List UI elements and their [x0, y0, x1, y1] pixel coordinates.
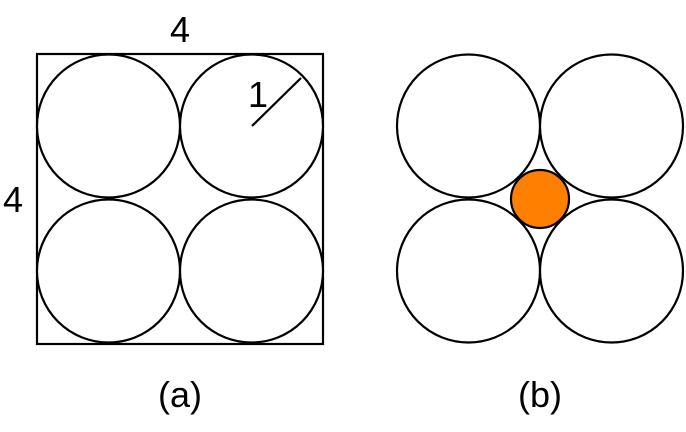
side-left-label: 4	[3, 179, 23, 220]
figure-a: 4 4 1 (a)	[3, 9, 325, 415]
circle-bottom-left	[35, 198, 182, 344]
caption-b: (b)	[518, 374, 562, 415]
circle-bottom-left	[395, 198, 542, 344]
square-outline	[35, 52, 325, 346]
small-orange-circle	[509, 168, 571, 230]
figure-b: (b)	[395, 53, 685, 415]
circle-top-left	[35, 53, 182, 199]
radius-label: 1	[248, 74, 268, 115]
circle-bottom-right	[178, 198, 325, 344]
side-top-label: 4	[170, 9, 190, 50]
circle-top-right	[538, 53, 685, 199]
circle-top-left	[395, 53, 542, 199]
caption-a: (a)	[158, 374, 202, 415]
radius-line	[251, 77, 302, 127]
circle-bottom-right	[538, 198, 685, 344]
